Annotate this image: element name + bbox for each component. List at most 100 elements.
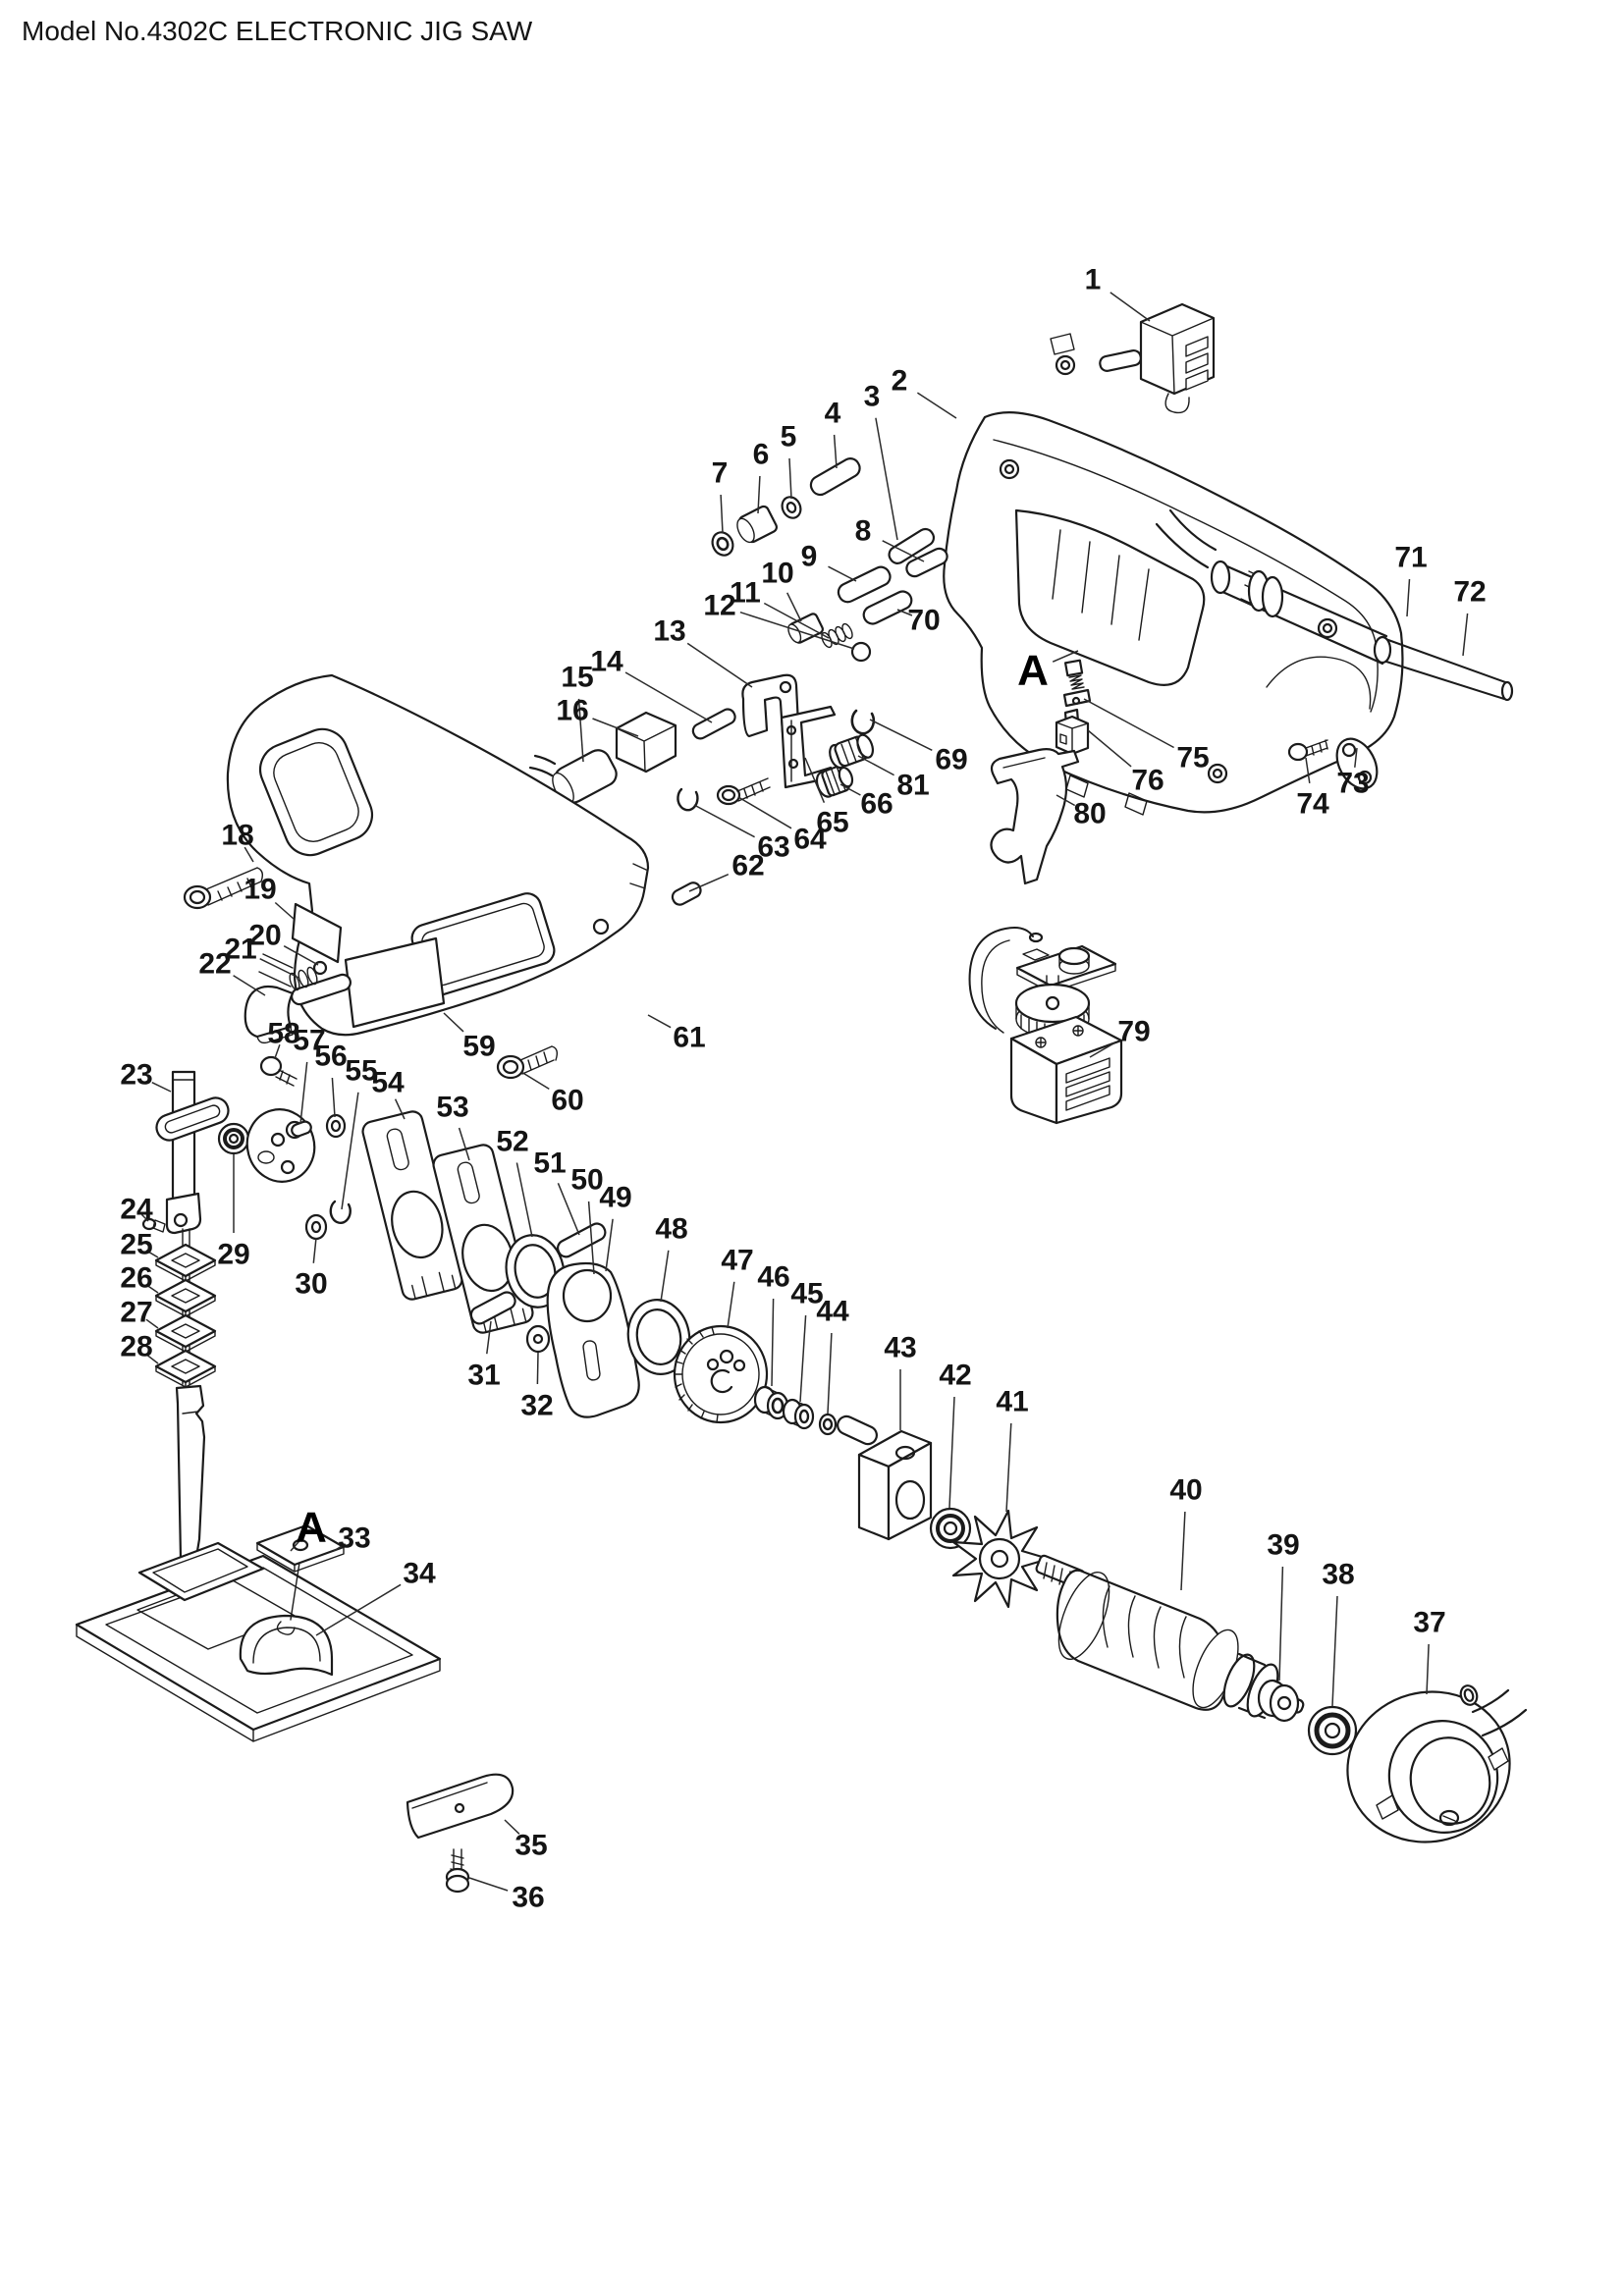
callout-label-60: 60 <box>551 1085 583 1117</box>
callout-5-leader <box>788 457 792 500</box>
callout-42-leader <box>948 1396 955 1509</box>
callout-label-55: 55 <box>345 1055 377 1088</box>
callout-45-leader <box>799 1314 807 1403</box>
callout-35-leader <box>504 1819 520 1835</box>
callout-24-leader <box>140 1213 149 1222</box>
part-armature <box>1035 1554 1358 1756</box>
callout-label-63: 63 <box>757 831 789 864</box>
callout-14-leader <box>624 671 713 723</box>
callout-46-leader <box>771 1298 775 1387</box>
callout-label-36: 36 <box>512 1882 544 1914</box>
callout-76-leader <box>1087 729 1132 768</box>
callout-49-leader <box>605 1218 614 1272</box>
callout-22-leader <box>233 975 266 996</box>
part-crank-cluster <box>217 1055 352 1241</box>
callout-label-19: 19 <box>244 874 276 906</box>
section-marker-2-leader <box>290 1537 303 1552</box>
callout-73-leader <box>1354 747 1358 768</box>
callout-28-leader <box>145 1354 159 1364</box>
callout-label-48: 48 <box>655 1213 687 1246</box>
callout-41-leader <box>1005 1422 1012 1513</box>
callout-74-leader <box>1305 757 1311 784</box>
callout-25-leader <box>145 1250 159 1258</box>
callout-32-leader <box>536 1352 539 1385</box>
callout-label-27: 27 <box>120 1297 152 1329</box>
callout-label-49: 49 <box>599 1182 631 1214</box>
callout-52-leader <box>515 1162 533 1238</box>
callout-label-70: 70 <box>907 605 940 637</box>
callout-30-leader <box>312 1237 317 1263</box>
callout-label-53: 53 <box>436 1092 468 1124</box>
callout-63-leader <box>693 804 755 838</box>
callout-label-11: 11 <box>730 577 761 610</box>
callout-53-leader <box>458 1127 470 1161</box>
callout-label-6: 6 <box>753 439 770 471</box>
part-screw-60 <box>496 1045 559 1080</box>
callout-10-leader <box>786 592 802 622</box>
callout-20-leader <box>283 945 319 966</box>
page-title: Model No.4302C ELECTRONIC JIG SAW <box>22 16 533 46</box>
callout-label-23: 23 <box>120 1059 152 1092</box>
callout-48-leader <box>660 1250 670 1303</box>
callout-label-37: 37 <box>1413 1607 1445 1639</box>
callout-label-47: 47 <box>721 1245 753 1277</box>
callout-59-leader <box>443 1012 464 1033</box>
callout-1-leader <box>1110 292 1151 322</box>
callout-label-65: 65 <box>816 807 848 839</box>
callout-label-22: 22 <box>198 948 231 981</box>
section-marker-1-leader <box>1052 650 1079 663</box>
callout-11-leader <box>763 602 830 639</box>
callout-62-leader <box>688 874 730 892</box>
callout-label-33: 33 <box>338 1522 370 1555</box>
callout-79-leader <box>1089 1041 1116 1058</box>
callout-23-leader <box>151 1082 172 1093</box>
callout-label-42: 42 <box>939 1360 971 1392</box>
callout-21-leader <box>259 958 299 979</box>
callout-75-leader <box>1083 698 1174 749</box>
callout-3-leader <box>875 417 898 541</box>
callout-layer: 1234567891011121314151618192021222324252… <box>120 264 1486 1914</box>
callout-label-25: 25 <box>120 1229 152 1261</box>
callout-label-79: 79 <box>1117 1016 1150 1048</box>
callout-61-leader <box>647 1014 672 1029</box>
callout-7-leader <box>720 494 724 534</box>
part-lock-button-and-hanger <box>990 659 1092 885</box>
callout-label-56: 56 <box>314 1041 347 1073</box>
part-slider-rod-and-blade <box>141 1070 230 1588</box>
part-controller <box>968 927 1123 1125</box>
part-strain-relief <box>1287 737 1379 790</box>
part-gear-train <box>469 1222 878 1446</box>
callout-27-leader <box>145 1318 159 1329</box>
callout-label-15: 15 <box>561 662 593 694</box>
callout-label-81: 81 <box>896 770 929 802</box>
callout-label-13: 13 <box>653 615 685 648</box>
part-base-assembly <box>75 1523 514 1894</box>
part-gear-housing-block <box>857 1429 933 1541</box>
callout-label-75: 75 <box>1176 742 1209 774</box>
callout-18-leader <box>244 846 254 863</box>
callout-label-3: 3 <box>864 381 881 413</box>
callout-label-2: 2 <box>892 365 908 398</box>
section-marker-label-1: A <box>1017 647 1049 695</box>
part-bearing-and-fan <box>929 1507 1051 1609</box>
callout-label-16: 16 <box>556 695 588 727</box>
callout-label-26: 26 <box>120 1262 152 1295</box>
callout-label-73: 73 <box>1336 768 1369 800</box>
callout-label-43: 43 <box>884 1332 916 1364</box>
callout-label-5: 5 <box>781 421 797 454</box>
callout-15-leader <box>577 698 584 763</box>
callout-label-20: 20 <box>248 920 281 952</box>
part-field <box>1346 1684 1528 1843</box>
callout-69-leader <box>869 719 933 751</box>
callout-label-9: 9 <box>801 541 818 573</box>
callout-label-21: 21 <box>224 934 256 966</box>
callout-label-34: 34 <box>403 1558 436 1590</box>
callout-13-leader <box>686 642 753 688</box>
callout-58-leader <box>274 1044 281 1059</box>
part-switch <box>1099 302 1216 414</box>
callout-71-leader <box>1406 578 1411 617</box>
callout-label-4: 4 <box>825 398 841 430</box>
callout-label-24: 24 <box>120 1194 153 1226</box>
callout-label-12: 12 <box>703 590 735 622</box>
